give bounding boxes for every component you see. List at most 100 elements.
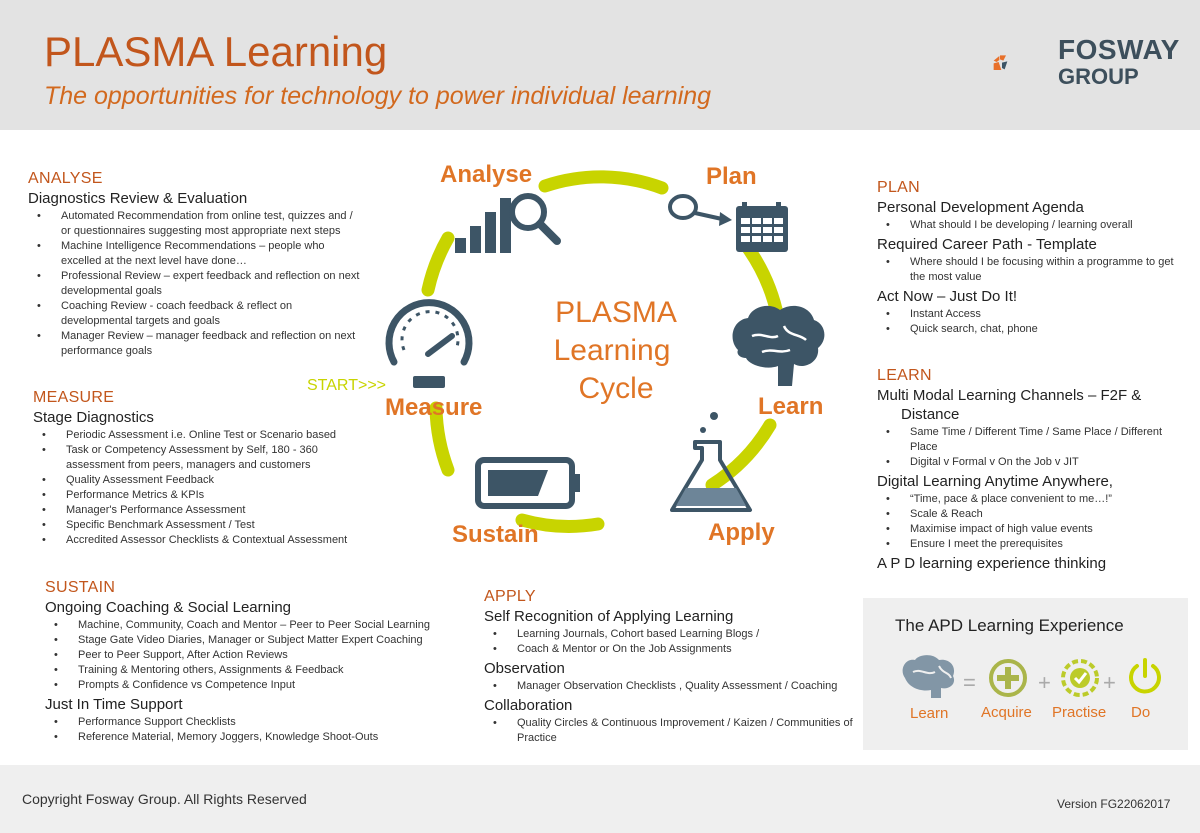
center-text-plasma: PLASMA	[555, 296, 677, 329]
learn-list-digital: “Time, pace & place convenient to me…!” …	[877, 492, 1187, 552]
sustain-battery-icon	[475, 457, 580, 509]
page-subtitle: The opportunities for technology to powe…	[44, 82, 712, 110]
apd-label-acquire: Acquire	[981, 704, 1032, 721]
list-item: Manager's Performance Assessment	[33, 503, 373, 518]
list-item: Professional Review – expert feedback an…	[28, 269, 363, 299]
list-item: “Time, pace & place convenient to me…!”	[877, 492, 1187, 507]
list-item: Machine Intelligence Recommendations – p…	[28, 239, 363, 269]
list-item: Stage Gate Video Diaries, Manager or Sub…	[45, 633, 445, 648]
header-band	[0, 0, 1200, 130]
version-text: Version FG22062017	[1057, 797, 1171, 811]
measure-subtitle: Stage Diagnostics	[33, 409, 154, 426]
list-item: Task or Competency Assessment by Self, 1…	[33, 443, 373, 473]
sustain-subtitle-coaching: Ongoing Coaching & Social Learning	[45, 599, 291, 616]
learn-brain-icon	[732, 305, 825, 386]
plan-subtitle-agenda: Personal Development Agenda	[877, 199, 1084, 216]
cycle-ring	[421, 170, 785, 533]
list-item: Accredited Assessor Checklists & Context…	[33, 533, 373, 548]
learn-title: LEARN	[877, 367, 932, 384]
list-item: Same Time / Different Time / Same Place …	[877, 425, 1187, 455]
logo-text-group: GROUP	[1058, 64, 1139, 89]
apd-brain-icon	[902, 655, 955, 698]
list-item: Manager Observation Checklists , Quality…	[484, 679, 854, 694]
start-label: START>>>	[307, 377, 386, 394]
logo-text-fosway: FOSWAY	[1058, 34, 1180, 65]
apd-label-do: Do	[1131, 704, 1151, 721]
analyse-section: ANALYSE Diagnostics Review & Evaluation …	[28, 169, 363, 361]
plan-subtitle-career: Required Career Path - Template	[877, 236, 1097, 253]
list-item: Quick search, chat, phone	[877, 322, 1187, 337]
list-item: Coach & Mentor or On the Job Assignments	[484, 642, 854, 657]
stage-label-analyse: Analyse	[440, 161, 532, 188]
sustain-title: SUSTAIN	[45, 579, 116, 596]
sustain-section: SUSTAIN Ongoing Coaching & Social Learni…	[45, 578, 445, 747]
plan-list-career: Where should I be focusing within a prog…	[877, 255, 1187, 285]
apd-label-learn: Learn	[910, 705, 949, 722]
page-title: PLASMA Learning	[44, 28, 388, 75]
apd-title: The APD Learning Experience	[895, 616, 1124, 635]
list-item: Ensure I meet the prerequisites	[877, 537, 1187, 552]
apply-list-observation: Manager Observation Checklists , Quality…	[484, 679, 854, 694]
list-item: Performance Support Checklists	[45, 715, 445, 730]
learn-subtitle-channels-cont: Distance	[901, 406, 960, 423]
list-item: Quality Circles & Continuous Improvement…	[484, 716, 854, 746]
ring-arc-measure-analyse	[421, 231, 455, 297]
apply-subtitle-self: Self Recognition of Applying Learning	[484, 608, 734, 625]
learn-subtitle-digital: Digital Learning Anytime Anywhere,	[877, 473, 1113, 490]
apply-subtitle-observation: Observation	[484, 660, 565, 677]
measure-gauge-icon	[385, 299, 473, 388]
analyse-list: Automated Recommendation from online tes…	[28, 209, 363, 359]
list-item: Peer to Peer Support, After Action Revie…	[45, 648, 445, 663]
list-item: Instant Access	[877, 307, 1187, 322]
stage-label-sustain: Sustain	[452, 521, 539, 548]
list-item: Learning Journals, Cohort based Learning…	[484, 627, 854, 642]
plasma-cycle-diagram: Analyse Plan Learn Apply Sustain	[307, 161, 825, 548]
list-item: Quality Assessment Feedback	[33, 473, 373, 488]
sustain-list-jit: Performance Support Checklists Reference…	[45, 715, 445, 745]
fosway-logo-icon	[993, 55, 1008, 70]
learn-subtitle-channels: Multi Modal Learning Channels – F2F &	[877, 387, 1142, 404]
apply-section: APPLY Self Recognition of Applying Learn…	[484, 587, 854, 748]
plan-list-act-now: Instant Access Quick search, chat, phone	[877, 307, 1187, 337]
list-item: Scale & Reach	[877, 507, 1187, 522]
ring-arc-sustain-measure	[429, 401, 455, 477]
analyse-chart-icon	[455, 193, 561, 253]
list-item: Automated Recommendation from online tes…	[28, 209, 363, 239]
list-item: Training & Mentoring others, Assignments…	[45, 663, 445, 678]
analyse-subtitle: Diagnostics Review & Evaluation	[28, 190, 248, 207]
apd-practise-target-icon	[1061, 659, 1099, 697]
apd-plus-2: +	[1103, 670, 1116, 695]
apd-experience-box: The APD Learning Experience = + + Learn …	[863, 598, 1188, 750]
analyse-title: ANALYSE	[28, 170, 103, 187]
measure-title: MEASURE	[33, 389, 115, 406]
list-item: What should I be developing / learning o…	[877, 218, 1187, 233]
plan-title: PLAN	[877, 179, 920, 196]
list-item: Prompts & Confidence vs Competence Input	[45, 678, 445, 693]
learn-subtitle-apd: A P D learning experience thinking	[877, 555, 1107, 572]
footer-band	[0, 765, 1200, 833]
stage-label-learn: Learn	[758, 393, 823, 420]
list-item: Performance Metrics & KPIs	[33, 488, 373, 503]
ring-arc-analyse-plan	[538, 170, 669, 195]
apply-subtitle-collaboration: Collaboration	[484, 697, 573, 714]
apply-list-collaboration: Quality Circles & Continuous Improvement…	[484, 716, 854, 746]
apd-power-icon	[1129, 658, 1161, 694]
stage-label-plan: Plan	[706, 163, 757, 190]
learn-list-channels: Same Time / Different Time / Same Place …	[877, 425, 1187, 470]
ring-arc-learn-apply	[705, 418, 777, 492]
ring-arc-apply-sustain	[515, 513, 605, 533]
apd-equals: =	[963, 670, 976, 695]
measure-section: MEASURE Stage Diagnostics Periodic Asses…	[33, 388, 373, 550]
apd-plus-circle-icon	[989, 659, 1027, 697]
apply-list-self: Learning Journals, Cohort based Learning…	[484, 627, 854, 657]
list-item: Periodic Assessment i.e. Online Test or …	[33, 428, 373, 443]
plan-subtitle-act-now: Act Now – Just Do It!	[877, 288, 1018, 305]
plan-section: PLAN Personal Development Agenda What sh…	[877, 178, 1187, 339]
sustain-subtitle-jit: Just In Time Support	[45, 696, 183, 713]
apd-plus-1: +	[1038, 670, 1051, 695]
list-item: Reference Material, Memory Joggers, Know…	[45, 730, 445, 745]
learn-section: LEARN Multi Modal Learning Channels – F2…	[877, 366, 1187, 573]
list-item: Machine, Community, Coach and Mentor – P…	[45, 618, 445, 633]
list-item: Manager Review – manager feedback and re…	[28, 329, 363, 359]
plan-calendar-icon	[668, 194, 788, 252]
